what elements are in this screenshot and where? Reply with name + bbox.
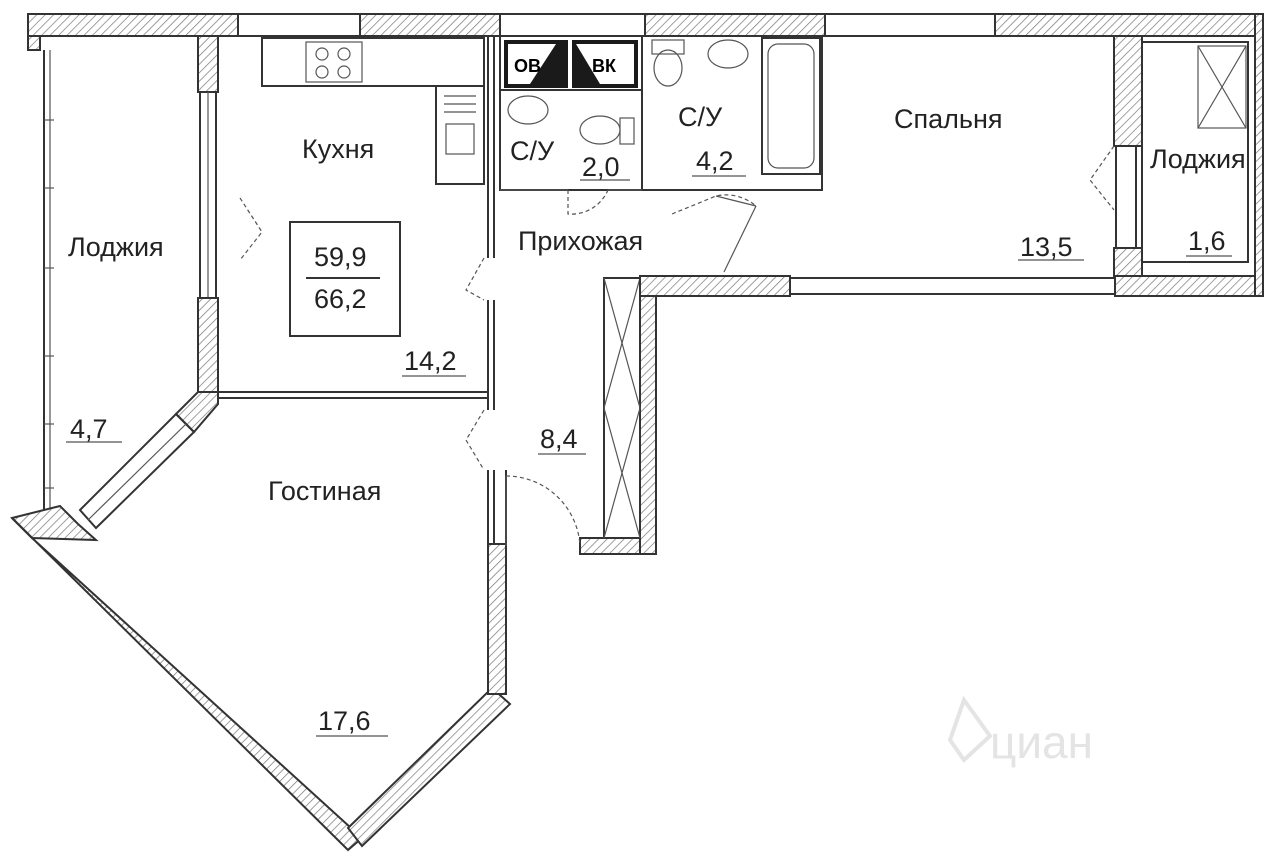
room-labels: Лоджия 4,7 Кухня 14,2 59,9 66,2 С/У 2,0 … <box>68 56 1246 736</box>
hall-area: 8,4 <box>540 424 578 454</box>
bedroom-name: Спальня <box>894 104 1003 134</box>
cian-logo-icon <box>947 695 993 764</box>
kitchen-area: 14,2 <box>404 346 457 376</box>
wc-large-name: С/У <box>678 102 723 132</box>
loggia-left-area: 4,7 <box>70 414 108 444</box>
living-area-total: 59,9 <box>314 242 367 272</box>
wc-small-name: С/У <box>510 136 555 166</box>
hall-name: Прихожая <box>518 226 643 256</box>
living-room-name: Гостиная <box>268 476 381 506</box>
loggia-left-name: Лоджия <box>68 232 164 262</box>
interior-walls <box>44 35 1232 737</box>
shaft-ov-label: ОВ <box>514 56 541 76</box>
wc-large-area: 4,2 <box>696 146 734 176</box>
bedroom-area: 13,5 <box>1020 232 1073 262</box>
cian-watermark: циан <box>947 695 1093 768</box>
living-room-area: 17,6 <box>318 706 371 736</box>
exterior-walls <box>10 13 1264 852</box>
wc-small-area: 2,0 <box>582 152 620 182</box>
loggia-right-area: 1,6 <box>1188 226 1226 256</box>
shaft-vk-label: ВК <box>592 56 617 76</box>
loggia-right-name: Лоджия <box>1150 144 1246 174</box>
total-area: 66,2 <box>314 284 367 314</box>
kitchen-name: Кухня <box>302 134 374 164</box>
watermark-text: циан <box>990 716 1093 768</box>
